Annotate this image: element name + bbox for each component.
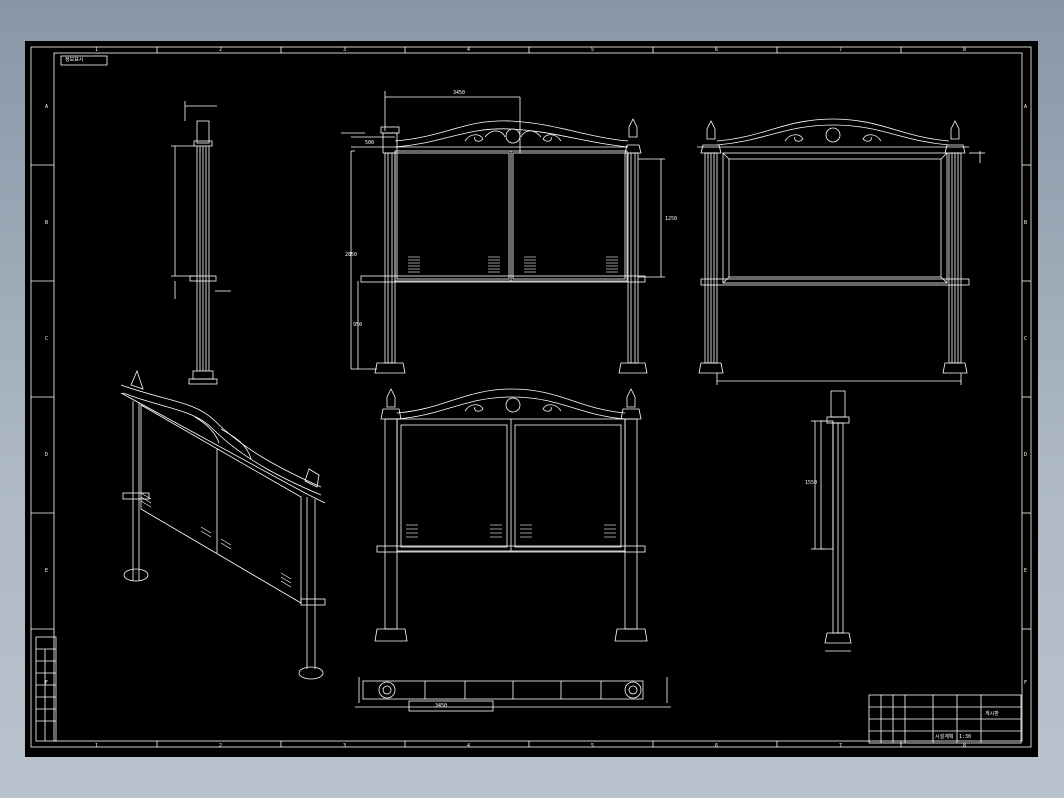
rear-view <box>697 118 985 385</box>
zone-letter: B <box>1024 220 1028 226</box>
isometric-view <box>120 369 326 680</box>
zone-letter: C <box>1024 336 1028 342</box>
zone-number: 4 <box>467 47 471 53</box>
dim-base-length: 3450 <box>435 703 448 709</box>
revision-table <box>35 636 57 742</box>
zone-number: 6 <box>715 47 719 53</box>
side-section-view <box>811 390 852 652</box>
title-project: 시설계획 <box>935 734 954 740</box>
dim-top-width: 3450 <box>453 90 466 96</box>
zone-letter: A <box>45 104 49 110</box>
zone-number: 5 <box>591 743 595 749</box>
zone-letter: D <box>1024 452 1028 458</box>
zone-letter: E <box>1024 568 1028 574</box>
zone-letter: A <box>1024 104 1028 110</box>
zone-number: 1 <box>95 47 99 53</box>
zone-ticks <box>31 47 1031 747</box>
zone-number: 7 <box>839 743 843 749</box>
outer-border <box>30 46 1032 748</box>
plan-view <box>355 677 671 712</box>
cad-drawing <box>30 46 1032 748</box>
zone-letter: F <box>45 680 49 686</box>
dim-ground-height: 950 <box>353 322 363 328</box>
zone-number: 4 <box>467 743 471 749</box>
zone-number: 8 <box>963 743 967 749</box>
zone-number: 1 <box>95 743 99 749</box>
title-block <box>868 694 1022 744</box>
zone-number: 6 <box>715 743 719 749</box>
zone-number: 3 <box>343 47 347 53</box>
dim-top-height: 500 <box>365 140 375 146</box>
zone-number: 7 <box>839 47 843 53</box>
zone-letter: F <box>1024 680 1028 686</box>
dim-side-height: 1550 <box>805 480 818 486</box>
drawing-sheet: 정보표시 3450 500 1250 2850 950 1550 3450 게시… <box>25 41 1038 757</box>
inner-border <box>53 52 1023 742</box>
title-scale: 1:30 <box>959 734 972 740</box>
title-drawing-name: 게시판 <box>985 711 999 717</box>
zone-letter: D <box>45 452 49 458</box>
zone-letter: E <box>45 568 49 574</box>
side-view-left <box>171 101 231 385</box>
zone-letter: C <box>45 336 49 342</box>
zone-number: 8 <box>963 47 967 53</box>
front-section-view <box>374 388 648 642</box>
zone-number: 2 <box>219 47 223 53</box>
front-view <box>341 91 665 374</box>
dim-post-height: 2850 <box>345 252 358 258</box>
sheet-label: 정보표시 <box>65 57 84 63</box>
zone-number: 5 <box>591 47 595 53</box>
dim-board-height: 1250 <box>665 216 678 222</box>
sheet-label-box <box>60 55 108 66</box>
zone-number: 2 <box>219 743 223 749</box>
zone-letter: B <box>45 220 49 226</box>
zone-number: 3 <box>343 743 347 749</box>
